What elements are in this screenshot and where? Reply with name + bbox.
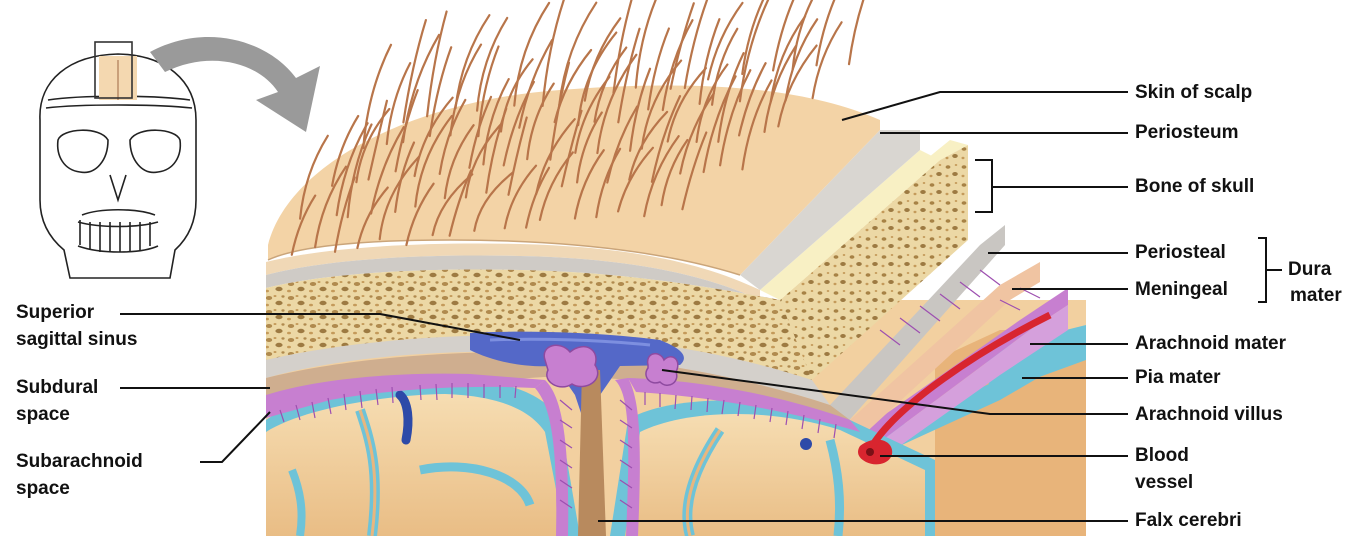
label-superior-sagittal-sinus-line2: sagittal sinus (16, 327, 137, 353)
label-arachnoid-mater: Arachnoid mater (1135, 331, 1286, 357)
label-subarachnoid-space-line2: space (16, 476, 70, 502)
label-subarachnoid-space-line1: Subarachnoid (16, 449, 143, 475)
hair-strand (671, 3, 694, 89)
label-meningeal: Meningeal (1135, 277, 1228, 303)
hair-strand (685, 0, 712, 88)
label-periosteal: Periosteal (1135, 240, 1226, 266)
label-subdural-space-line1: Subdural (16, 375, 98, 401)
hair-strand (614, 0, 634, 93)
label-superior-sagittal-sinus-line1: Superior (16, 300, 94, 326)
label-skin-of-scalp: Skin of scalp (1135, 80, 1252, 106)
arachnoid-villus-left (544, 345, 597, 387)
hair-strand (817, 0, 851, 65)
label-blood-vessel-line1: Blood (1135, 443, 1189, 469)
hair-strand (849, 0, 882, 64)
label-subdural-space-line2: space (16, 402, 70, 428)
skull-icon (40, 42, 196, 278)
leader-skin-of-scalp (842, 92, 1128, 120)
leader-subarachnoid-space (200, 412, 270, 462)
label-bone-of-skull: Bone of skull (1135, 174, 1254, 200)
label-arachnoid-villus: Arachnoid villus (1135, 402, 1283, 428)
label-dura-mater-line2: mater (1290, 283, 1342, 309)
label-periosteum: Periosteum (1135, 120, 1238, 146)
label-falx-cerebri: Falx cerebri (1135, 508, 1242, 534)
bracket-bone-of-skull (975, 160, 992, 212)
label-dura-mater-line1: Dura (1288, 257, 1331, 283)
label-pia-mater: Pia mater (1135, 365, 1221, 391)
arachnoid-villus-right (646, 354, 678, 386)
bracket-dura-mater (1258, 238, 1266, 302)
label-blood-vessel-line2: vessel (1135, 470, 1193, 496)
